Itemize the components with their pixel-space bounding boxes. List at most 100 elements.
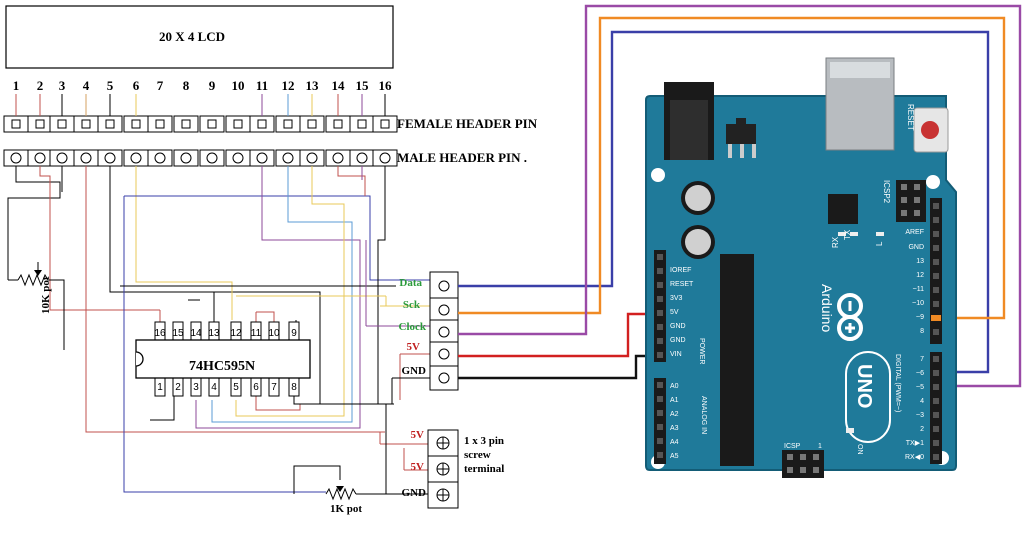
lcd-pin-number: 5	[107, 78, 114, 93]
ic-bottom-pin-number: 2	[175, 382, 181, 393]
pot-10k-label: 10K pot	[40, 276, 52, 314]
female-header-socket	[35, 119, 45, 129]
terminal-label-5v-a: 5V	[411, 429, 425, 441]
lcd-pin-number: 14	[332, 78, 346, 93]
lcd-pin-number: 15	[356, 78, 370, 93]
arduino-pin-label: IOREF	[670, 267, 691, 274]
arduino-icsp-one-label: 1	[818, 443, 822, 450]
lcd-pin-number: 1	[13, 78, 20, 93]
male-header-pin	[154, 152, 166, 164]
connector-terminal	[438, 304, 450, 316]
ic-top-pin-number: 15	[172, 328, 184, 339]
connector-label-gnd: GND	[402, 365, 427, 377]
lcd-pin-number: 2	[37, 78, 44, 93]
female-header-socket	[257, 119, 267, 129]
header-hole	[657, 410, 663, 416]
arduino-pin-label: A3	[670, 425, 679, 432]
header-hole	[933, 398, 939, 404]
signal-connector: Data Sck Clock 5V GND	[399, 271, 459, 391]
female-header-socket	[11, 119, 21, 129]
header-hole	[657, 254, 663, 260]
male-header-pin	[356, 152, 368, 164]
male-header-pin	[180, 152, 192, 164]
terminal-title-3: terminal	[464, 463, 504, 475]
female-header-socket	[380, 119, 390, 129]
header-hole	[933, 259, 939, 265]
female-header-label: FEMALE HEADER PIN	[397, 116, 538, 131]
pin-9-highlight	[931, 315, 941, 321]
arduino-l-label: L	[875, 241, 884, 246]
ic-bottom-pin-number: 7	[271, 382, 277, 393]
arduino-pin-label: 4	[920, 398, 924, 405]
header-hole	[933, 412, 939, 418]
female-header-socket	[105, 119, 115, 129]
lcd-pin-number: 9	[209, 78, 216, 93]
arduino-tx-label: TX	[843, 229, 852, 240]
female-header-socket	[131, 119, 141, 129]
arduino-icsp2-label: ICSP2	[882, 180, 891, 204]
arduino-reset-label: RESET	[906, 104, 915, 131]
header-hole	[933, 301, 939, 307]
arduino-on-label: ON	[856, 444, 863, 455]
arduino-aref-label: AREF	[905, 229, 924, 236]
connector-terminal	[438, 326, 450, 338]
connector-label-clock: Clock	[399, 321, 427, 333]
male-header-label: MALE HEADER PIN .	[397, 150, 527, 165]
header-hole	[657, 296, 663, 302]
lcd-title: 20 X 4 LCD	[159, 29, 225, 44]
arduino-logo-icon	[837, 293, 863, 341]
female-header-socket	[307, 119, 317, 129]
female-header-socket	[57, 119, 67, 129]
arduino-pin-label: RX◀0	[905, 454, 924, 461]
header-hole	[933, 203, 939, 209]
male-header-pin	[206, 152, 218, 164]
female-header-socket	[207, 119, 217, 129]
ic-name: 74HC595N	[189, 359, 255, 374]
lcd-pin-number: 7	[157, 78, 164, 93]
header-hole	[933, 440, 939, 446]
pot-10k: 10K pot	[17, 262, 54, 314]
ic-bottom-pin-number: 4	[211, 382, 217, 393]
arduino-pin-label: A5	[670, 453, 679, 460]
lcd-pin-number: 4	[83, 78, 90, 93]
connector-terminal	[438, 348, 450, 360]
header-hole	[657, 438, 663, 444]
header-hole	[657, 452, 663, 458]
header-hole	[933, 231, 939, 237]
arduino-brand: Arduino	[819, 284, 835, 332]
arduino-uno-mark: UNO	[845, 351, 891, 443]
header-hole	[657, 338, 663, 344]
terminal-label-5v-b: 5V	[411, 461, 425, 473]
arduino-icsp-label: ICSP	[784, 443, 801, 450]
arduino-power-label: POWER	[698, 338, 705, 364]
header-hole	[933, 370, 939, 376]
male-header-pin	[34, 152, 46, 164]
arduino-pin-label: ~11	[913, 286, 924, 293]
arduino-pin-label: GND	[670, 337, 686, 344]
arduino-pin-label: ~5	[916, 384, 924, 391]
terminal-title-2: screw	[464, 449, 491, 461]
male-header-pin	[282, 152, 294, 164]
header-hole	[657, 324, 663, 330]
lcd-pin-number: 6	[133, 78, 140, 93]
ic-bottom-pin-number: 5	[233, 382, 239, 393]
male-header-pin	[256, 152, 268, 164]
ic-bottom-pin-number: 1	[157, 382, 163, 393]
lcd-pin-number: 8	[183, 78, 190, 93]
arduino-pin-label: A1	[670, 397, 679, 404]
arduino-pin-label: TX▶1	[906, 440, 924, 447]
header-hole	[933, 329, 939, 335]
female-header-socket	[283, 119, 293, 129]
ic-bottom-pin-number: 6	[253, 382, 259, 393]
male-header-pin	[10, 152, 22, 164]
male-header-pin	[56, 152, 68, 164]
ic-top-pin-number: 11	[251, 328, 262, 339]
arduino-rx-label: RX	[831, 236, 840, 248]
header-hole	[933, 217, 939, 223]
ic-top-pin-number: 16	[154, 328, 166, 339]
header-hole	[933, 273, 939, 279]
